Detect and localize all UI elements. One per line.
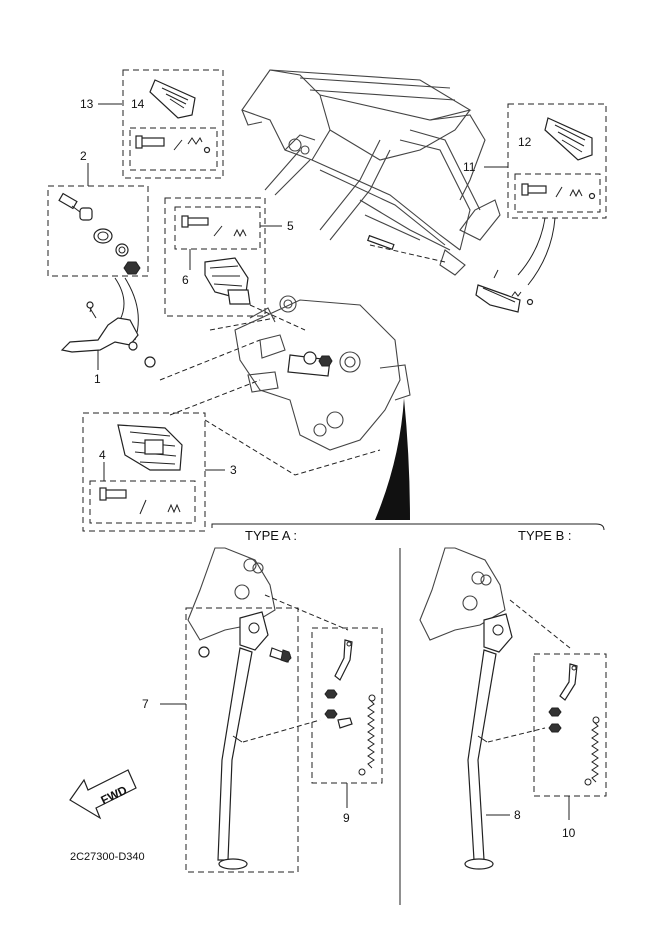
callout-5: 5 <box>287 219 294 233</box>
callout-14: 14 <box>131 97 145 111</box>
box-5 <box>174 206 261 250</box>
callout-4: 4 <box>99 448 106 462</box>
callout-2: 2 <box>80 149 87 163</box>
callout-13: 13 <box>80 97 94 111</box>
box-6 <box>164 197 266 317</box>
brake-pedal-1 <box>60 301 156 368</box>
pin-14-set <box>135 135 211 154</box>
callout-6: 6 <box>182 273 189 287</box>
box-2 <box>47 185 149 277</box>
leader-lines <box>159 244 446 416</box>
box-13 <box>122 69 224 179</box>
type-b-label: TYPE B : <box>518 528 571 543</box>
callout-11: 11 <box>463 160 476 174</box>
callout-10: 10 <box>562 826 576 840</box>
box-7 <box>185 607 299 873</box>
sidestand-7 <box>198 611 292 870</box>
type-a-bracket <box>187 547 276 641</box>
detail-pointer <box>375 398 410 520</box>
pin-5-set <box>181 215 247 238</box>
spring-set-10 <box>548 663 600 786</box>
box-10 <box>533 653 607 797</box>
box-4 <box>89 480 196 524</box>
callout-12: 12 <box>518 135 532 149</box>
box-3 <box>82 412 206 532</box>
frame-structure <box>241 69 501 276</box>
box-11 <box>507 103 607 219</box>
pin-4-set <box>99 487 181 515</box>
sidestand-8 <box>464 613 513 870</box>
spring-set-9 <box>324 639 376 776</box>
brake-pedal-parts <box>58 192 141 275</box>
type-b-bracket <box>419 547 506 641</box>
footrest-6 <box>204 257 251 305</box>
fwd-arrow: FWD <box>69 769 137 820</box>
type-a-label: TYPE A : <box>245 528 297 543</box>
footrest-bracket-frame <box>234 295 411 451</box>
footrest-3 <box>117 424 183 471</box>
box-12 <box>514 173 601 213</box>
callout-9: 9 <box>343 811 350 825</box>
callout-7: 7 <box>142 697 149 711</box>
drawing-code: 2C27300-D340 <box>70 851 145 863</box>
callout-8: 8 <box>514 808 521 822</box>
footrest-14 <box>149 79 196 119</box>
passenger-footrest <box>366 234 534 313</box>
pin-12-set <box>521 183 596 200</box>
footrest-12 <box>544 117 593 161</box>
callout-3: 3 <box>230 463 237 477</box>
box-13-inner <box>129 127 218 171</box>
lower-section-border <box>211 523 605 531</box>
callout-1: 1 <box>94 372 101 386</box>
